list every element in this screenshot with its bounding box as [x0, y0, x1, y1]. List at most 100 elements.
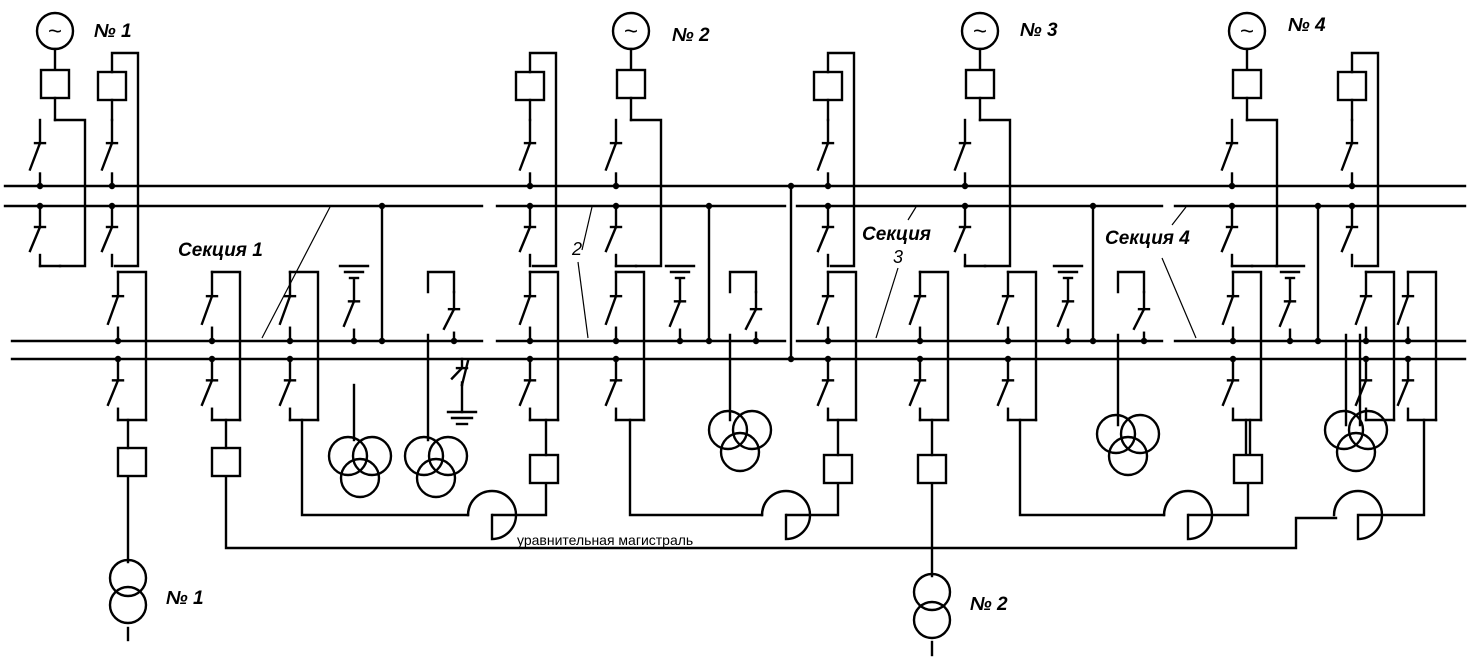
junction-dot: [378, 202, 386, 210]
disconnector-blade: [744, 307, 758, 331]
generator-circle: [35, 11, 75, 51]
disconnector-blade: [816, 378, 830, 407]
transformer-winding: [108, 558, 148, 598]
disconnector-blade: [816, 225, 830, 253]
tap-frame: [426, 270, 456, 294]
disconnector-blade: [1056, 299, 1070, 328]
junction-dot: [1089, 202, 1097, 210]
generator-4: ~ № 4: [1227, 11, 1326, 51]
tap-frame: [728, 270, 758, 294]
transformer-winding: [351, 435, 393, 477]
disconnector-blade: [106, 294, 120, 326]
junction-dot: [961, 182, 969, 190]
bay-frame: [1364, 270, 1396, 422]
junction-dot: [1089, 337, 1097, 345]
transformer-winding: [1095, 413, 1137, 455]
junction-dot: [208, 337, 216, 345]
generator-symbol: ~: [973, 18, 987, 45]
disconnector-blade: [200, 378, 214, 407]
disconnector-blade: [518, 378, 532, 407]
disconnector-blade: [278, 378, 292, 407]
section-3-label-line2: 3: [893, 247, 903, 267]
transformer-winding: [339, 457, 381, 499]
feeder-bypass: [978, 118, 1012, 268]
generator-symbol: ~: [624, 18, 638, 45]
junction-dot: [1140, 337, 1148, 345]
breaker-box: [96, 70, 128, 102]
disconnector-blade: [908, 294, 922, 326]
generator-circle: [1227, 11, 1267, 51]
junction-dot: [1004, 337, 1012, 345]
breaker-box: [822, 453, 854, 485]
disconnector-blade: [28, 141, 42, 172]
junction-dot: [450, 337, 458, 345]
breaker-box: [1336, 70, 1368, 102]
section-4-label: Секция 4: [1105, 228, 1190, 249]
disconnector-blade: [604, 294, 618, 326]
bay-frame: [826, 270, 858, 422]
junction-dot: [787, 355, 795, 363]
disconnector-blade: [1396, 294, 1410, 326]
aux-loop: [110, 51, 140, 268]
breaker-box: [1232, 453, 1264, 485]
breaker-box: [39, 68, 71, 100]
transformer-winding: [415, 457, 457, 499]
junction-dot: [916, 337, 924, 345]
transformer-winding: [1335, 431, 1377, 473]
disconnector-blade: [342, 299, 356, 328]
junction-dot: [1228, 182, 1236, 190]
disconnector-blade: [604, 225, 618, 253]
generator-circle: [960, 11, 1000, 51]
transformer-winding: [719, 431, 761, 473]
disconnector-blade: [1354, 378, 1368, 407]
junction-dot: [1286, 337, 1294, 345]
transformer-winding: [1119, 413, 1161, 455]
junction-dot: [350, 337, 358, 345]
disconnector-blade: [518, 294, 532, 326]
disconnector-blade: [100, 225, 114, 253]
transformer-winding: [403, 435, 445, 477]
generator-1: ~ № 1: [35, 11, 132, 51]
bay-frame: [1231, 270, 1263, 422]
disconnector-blade: [953, 141, 967, 172]
section-1-label: Секция 1: [178, 240, 263, 261]
generator-symbol: ~: [1240, 18, 1254, 45]
reactor-symbol: [760, 489, 812, 541]
disconnector-blade: [28, 225, 42, 253]
reactor-symbol: [1332, 489, 1384, 541]
disconnector-blade: [106, 378, 120, 407]
generator-3: ~ № 3: [960, 11, 1058, 51]
transformer-winding: [731, 409, 773, 451]
bay-frame: [116, 270, 148, 422]
aux-loop: [528, 51, 558, 268]
feeder-bypass: [53, 118, 87, 268]
generator-symbol: ~: [48, 18, 62, 45]
junction-dot: [286, 337, 294, 345]
disconnector-blade: [604, 141, 618, 172]
junction-dot: [676, 337, 684, 345]
disconnector-blade: [816, 141, 830, 172]
disconnector-blade: [604, 378, 618, 407]
disconnector-blade: [518, 225, 532, 253]
breaker-box: [916, 453, 948, 485]
disconnector-blade: [1340, 225, 1354, 253]
bay-frame: [918, 270, 950, 422]
aux-loop: [826, 51, 856, 268]
aux-loop: [1350, 51, 1380, 268]
disconnector-blade: [1220, 141, 1234, 172]
disconnector-blade: [1278, 299, 1292, 328]
drawn-equipment: [28, 47, 1438, 640]
disconnector-blade: [1340, 141, 1354, 172]
disconnector-blade: [908, 378, 922, 407]
junction-dot: [752, 337, 760, 345]
junction-dot: [787, 182, 795, 190]
reactor-symbol: [466, 489, 518, 541]
equalizing-line-label: уравнительная магистраль: [517, 532, 693, 548]
disconnector-blade: [1354, 294, 1368, 326]
bay-frame: [1406, 270, 1438, 422]
transformer-winding: [707, 409, 749, 451]
disconnector-blade: [100, 141, 114, 172]
disconnector-blade: [278, 294, 292, 326]
disconnector-blade: [668, 299, 682, 328]
